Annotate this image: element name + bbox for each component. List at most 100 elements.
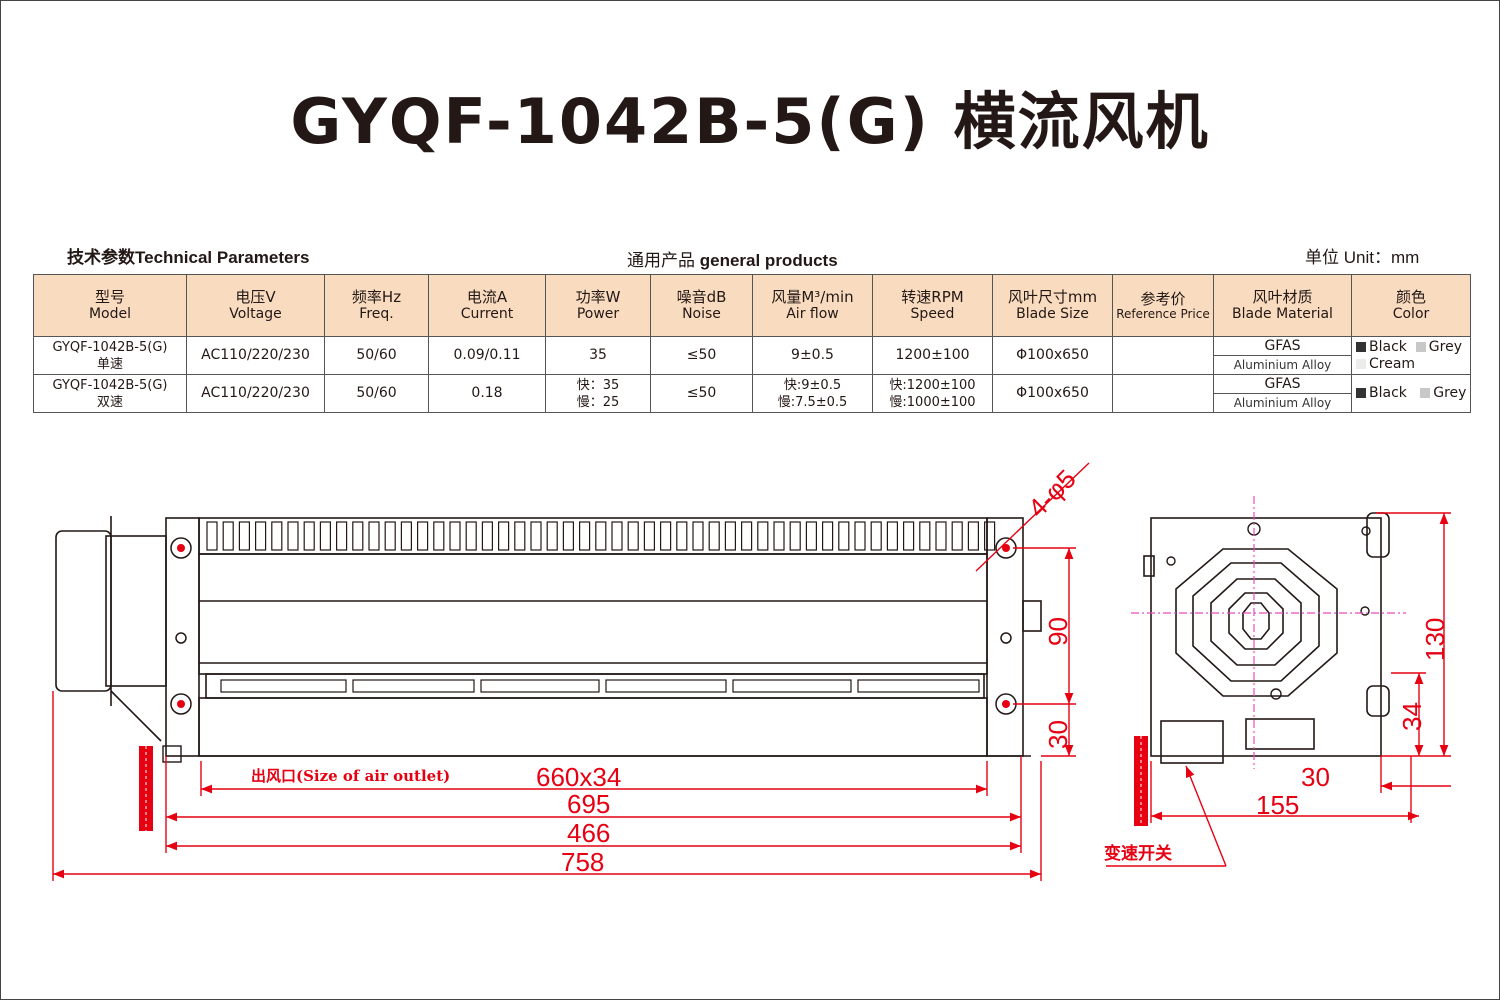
dims-front xyxy=(52,462,1090,881)
fin xyxy=(546,521,558,551)
section-general: 通用产品 general products xyxy=(627,246,838,271)
swatch-grey xyxy=(1420,388,1431,398)
cable-front xyxy=(139,745,182,831)
cell-noise: ≤50 xyxy=(650,374,753,413)
tech-params-en: Technical Parameters xyxy=(135,248,310,267)
cell-price xyxy=(1112,336,1214,375)
swatch-black xyxy=(1356,341,1366,352)
fin xyxy=(740,521,753,551)
screws-front xyxy=(170,537,1017,715)
fin xyxy=(838,521,850,551)
swatch-black xyxy=(1356,388,1366,398)
dim-30: 30 xyxy=(1043,720,1073,749)
fin xyxy=(449,521,461,551)
outlet-slot xyxy=(732,679,852,693)
fin xyxy=(967,521,980,551)
fin xyxy=(578,521,591,551)
fin xyxy=(336,521,348,551)
fin xyxy=(676,521,688,551)
fin xyxy=(854,521,866,551)
fin xyxy=(481,521,493,551)
fin xyxy=(870,521,882,551)
switch-label: 变速开关 xyxy=(1104,843,1172,863)
dim-side-30: 30 xyxy=(1301,762,1330,792)
cell-power: 35 xyxy=(545,336,651,375)
outlet-slot xyxy=(480,679,600,693)
center-lines xyxy=(1131,496,1406,769)
unit-cn: 单位 xyxy=(1305,248,1339,267)
screws-side xyxy=(1166,522,1371,700)
fin xyxy=(724,521,737,551)
dim-side-155: 155 xyxy=(1256,790,1299,820)
cell-freq: 50/60 xyxy=(324,336,429,375)
fin xyxy=(919,521,931,551)
cell-current: 0.09/0.11 xyxy=(428,336,546,375)
cell-color: Black Grey Cream xyxy=(1351,336,1471,375)
unit-en: Unit：mm xyxy=(1343,248,1420,267)
cell-freq: 50/60 xyxy=(324,374,429,413)
dim-758: 758 xyxy=(561,847,604,877)
fin xyxy=(886,521,899,551)
fin xyxy=(659,521,672,551)
outlet-slot xyxy=(857,679,980,693)
cell-model: GYQF-1042B-5(G)单速 xyxy=(33,336,187,375)
fin xyxy=(757,521,769,551)
fin xyxy=(465,521,477,551)
fin xyxy=(222,521,234,551)
side-view xyxy=(1143,512,1390,764)
page-title: GYQF-1042B-5(G) 横流风机 xyxy=(290,85,1210,158)
fins xyxy=(206,521,996,551)
outlet-slot xyxy=(220,679,347,693)
fin xyxy=(319,521,331,551)
dims-side xyxy=(1106,512,1451,867)
dim-holes: 4-φ5 xyxy=(1022,464,1082,524)
swatch-grey xyxy=(1415,341,1426,352)
dim-466: 466 xyxy=(567,818,610,848)
fin xyxy=(303,521,315,551)
fin xyxy=(514,521,526,551)
dim-side-130: 130 xyxy=(1420,618,1450,661)
fin xyxy=(595,521,607,551)
front-view xyxy=(55,516,1042,757)
fin xyxy=(417,521,429,551)
fin xyxy=(384,521,396,551)
cell-price xyxy=(1112,374,1214,413)
cell-voltage: AC110/220/230 xyxy=(186,374,325,413)
cell-speed: 1200±100 xyxy=(872,336,993,375)
section-tech-params: 技术参数Technical Parameters xyxy=(67,243,310,268)
fin xyxy=(433,521,445,551)
general-en: general products xyxy=(699,251,838,270)
fin xyxy=(368,521,380,551)
fin xyxy=(271,521,283,551)
fin xyxy=(498,521,510,551)
cell-current: 0.18 xyxy=(428,374,546,413)
swatch-cream xyxy=(1356,358,1366,369)
technical-drawing: 出风口(Size of air outlet) 660x34 695 466 7… xyxy=(52,462,1451,881)
general-cn: 通用产品 xyxy=(627,251,695,270)
fin xyxy=(773,521,785,551)
fin xyxy=(206,521,218,551)
fin xyxy=(255,521,267,551)
fin xyxy=(789,521,801,551)
section-unit: 单位 Unit：mm xyxy=(1305,243,1419,268)
fin xyxy=(951,521,963,551)
cell-blade-size: Φ100x650 xyxy=(992,336,1113,375)
outlet-slot xyxy=(605,679,727,693)
cell-color: Black Grey xyxy=(1351,374,1471,413)
fin xyxy=(643,521,656,551)
fin xyxy=(627,521,639,551)
fin xyxy=(692,521,704,551)
